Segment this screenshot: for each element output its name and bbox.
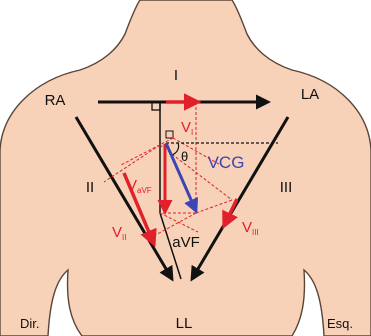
- electrode-left-arm-label: LA: [301, 86, 319, 103]
- side-right-label: Dir.: [20, 316, 40, 331]
- electrode-left-leg-label: LL: [176, 315, 193, 332]
- lead-II-label: II: [86, 179, 94, 196]
- electrode-right-arm-label: RA: [45, 92, 66, 109]
- lead-I-label: I: [174, 67, 178, 84]
- side-left-label: Esq.: [327, 316, 353, 331]
- aVF-label: aVF: [172, 234, 200, 251]
- vcg-label: VCG: [208, 153, 245, 172]
- lead-III-label: III: [280, 179, 293, 196]
- theta-label: θ: [181, 149, 188, 164]
